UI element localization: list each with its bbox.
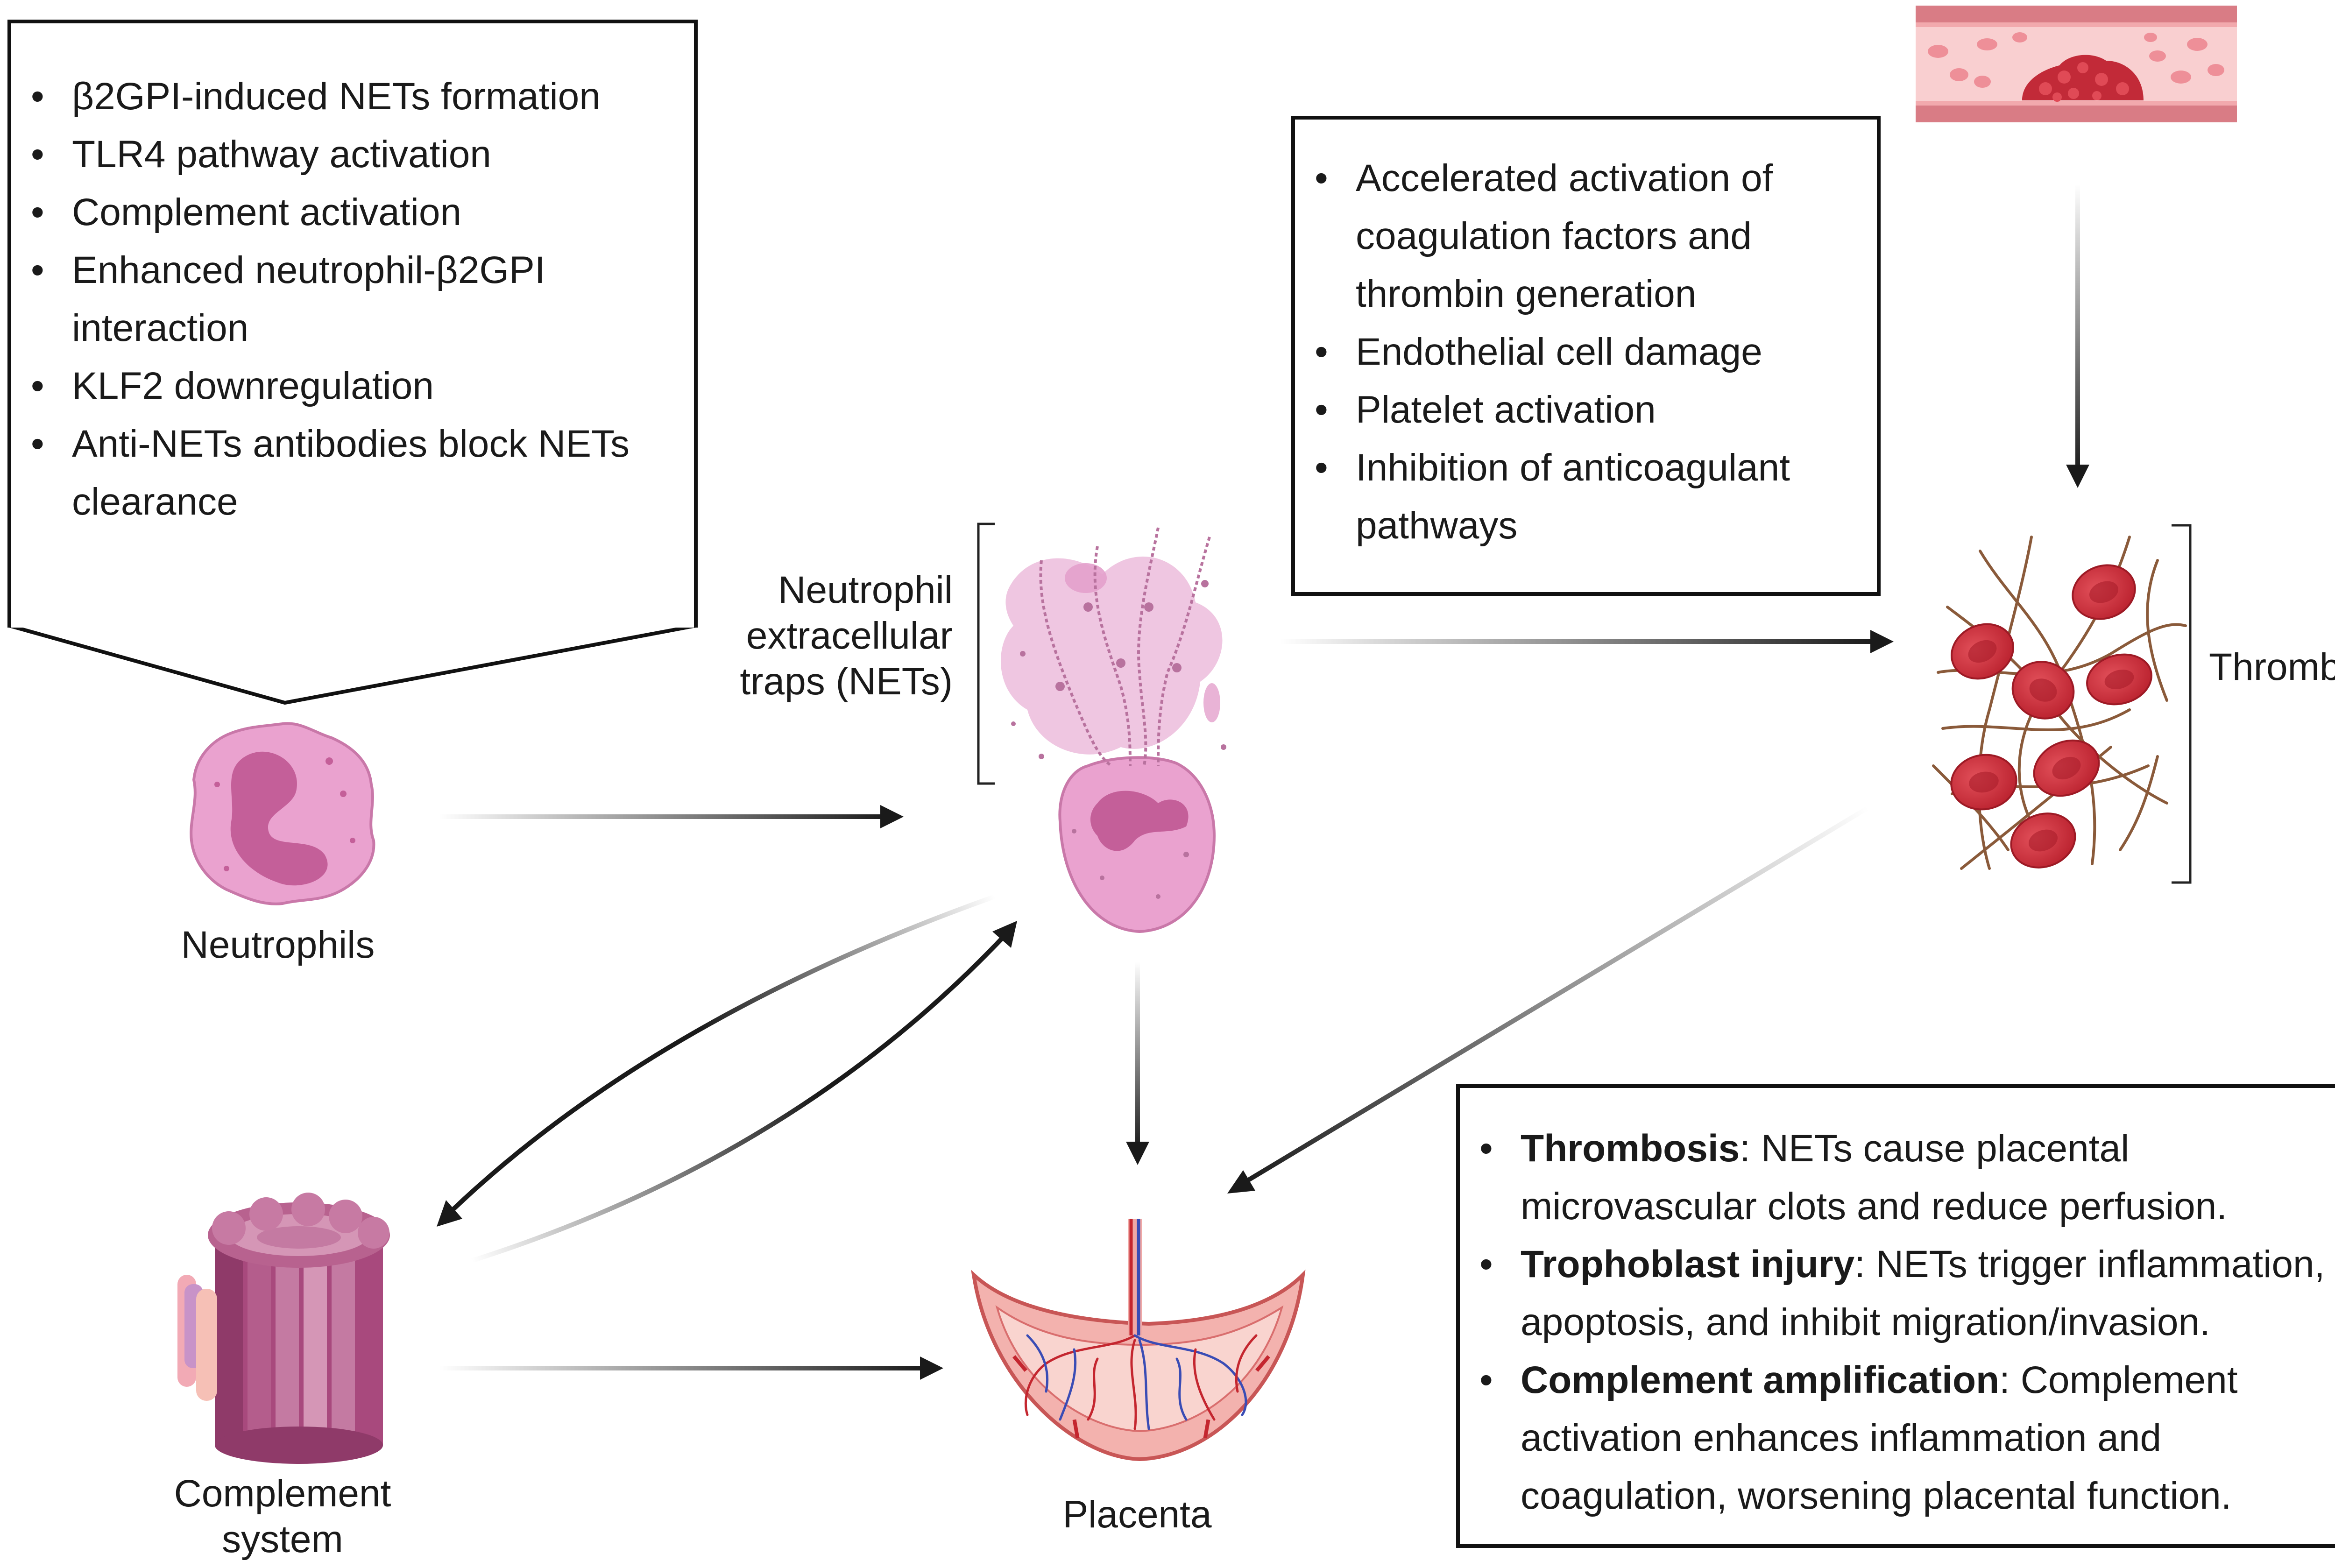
nets-label-line: extracellular (746, 614, 953, 657)
neutrophils-label-text: Neutrophils (181, 924, 375, 966)
effect-text: apoptosis, and inhibit migration/invasio… (1521, 1301, 2210, 1343)
effect-text: activation enhances inflammation and (1521, 1417, 2162, 1459)
arrow-nets-to-placenta (1126, 962, 1149, 1165)
coagulation-list: Accelerated activation of coagulation fac… (1295, 149, 1877, 555)
nets-label: Neutrophil extracellular traps (NETs) (691, 567, 953, 705)
thrombus-label: Thrombus (2209, 644, 2335, 690)
mechanism-text: Complement activation (72, 191, 462, 233)
arrow-complement-to-nets (471, 921, 1017, 1263)
effects-list: Thrombosis: NETs cause placental microvas… (1460, 1120, 2335, 1525)
mechanisms-box: β2GPI-induced NETs formation TLR4 pathwa… (7, 20, 698, 628)
coagulation-text: thrombin generation (1356, 273, 1697, 315)
effect-text: : NETs cause placental (1740, 1127, 2130, 1170)
effect-item: Complement amplification: Complement acti… (1460, 1351, 2335, 1525)
placenta-label-text: Placenta (1062, 1493, 1212, 1536)
mechanism-item: β2GPI-induced NETs formation (11, 68, 694, 126)
mechanism-text: interaction (72, 307, 249, 349)
placenta-label: Placenta (995, 1492, 1280, 1538)
neutrophil-icon (190, 722, 375, 905)
effect-term: Trophoblast injury (1521, 1243, 1855, 1285)
coagulation-text: pathways (1356, 504, 1518, 547)
blood-vessel-clot-icon (1916, 6, 2237, 122)
mechanism-item: Complement activation (11, 184, 694, 241)
arrow-thrombus-to-placenta (1227, 805, 1869, 1194)
complement-label-line: Complement (174, 1472, 391, 1515)
coagulation-item: Accelerated activation of coagulation fac… (1295, 149, 1877, 323)
effect-item: Thrombosis: NETs cause placental microvas… (1460, 1120, 2335, 1236)
mechanism-text: Anti-NETs antibodies block NETs (72, 423, 630, 465)
arrow-neutrophils-to-nets (439, 805, 904, 828)
mechanism-item: KLF2 downregulation (11, 357, 694, 415)
coagulation-text: Accelerated activation of (1356, 157, 1773, 199)
nets-label-line: traps (NETs) (740, 660, 953, 703)
arrow-clot-to-thrombus (2066, 184, 2089, 488)
mechanisms-list: β2GPI-induced NETs formation TLR4 pathwa… (11, 68, 694, 531)
callout-pointer (8, 624, 696, 705)
effect-text: coagulation, worsening placental functio… (1521, 1475, 2232, 1517)
effect-term: Thrombosis (1521, 1127, 1740, 1170)
coagulation-item: Inhibition of anticoagulant pathways (1295, 439, 1877, 555)
nets-bracket (977, 523, 995, 785)
effect-text: : NETs trigger inflammation, (1854, 1243, 2325, 1285)
effect-item: Trophoblast injury: NETs trigger inflamm… (1460, 1236, 2335, 1351)
coagulation-item: Platelet activation (1295, 381, 1877, 439)
neutrophils-label: Neutrophils (140, 922, 416, 968)
nets-icon (1000, 527, 1226, 933)
coagulation-item: Endothelial cell damage (1295, 323, 1877, 381)
coagulation-text: coagulation factors and (1356, 215, 1752, 257)
mechanism-text: KLF2 downregulation (72, 365, 434, 407)
mechanism-item: Enhanced neutrophil-β2GPI interaction (11, 241, 694, 357)
complement-label-line: system (222, 1518, 343, 1561)
thrombus-label-text: Thrombus (2209, 646, 2335, 688)
placenta-icon (971, 1219, 1306, 1462)
mechanism-item: Anti-NETs antibodies block NETs clearance (11, 415, 694, 531)
coagulation-text: Endothelial cell damage (1356, 331, 1762, 373)
mechanism-text: Enhanced neutrophil-β2GPI (72, 249, 545, 291)
coagulation-box: Accelerated activation of coagulation fac… (1291, 116, 1881, 596)
nets-label-line: Neutrophil (778, 569, 953, 611)
mechanism-text: clearance (72, 480, 238, 523)
coagulation-text: Inhibition of anticoagulant (1356, 446, 1790, 489)
mechanism-text: β2GPI-induced NETs formation (72, 75, 601, 118)
thrombus-bracket (2172, 524, 2192, 884)
complement-label: Complement system (140, 1471, 425, 1562)
arrow-nets-to-complement (437, 894, 996, 1227)
thrombus-icon (1932, 536, 2187, 870)
mechanism-text: TLR4 pathway activation (72, 133, 491, 176)
effect-text: microvascular clots and reduce perfusion… (1521, 1185, 2228, 1228)
complement-icon (177, 1193, 390, 1464)
arrow-complement-to-placenta (439, 1356, 943, 1380)
effect-text: : Complement (1999, 1359, 2238, 1401)
effect-term: Complement amplification (1521, 1359, 2000, 1401)
arrow-nets-to-thrombus (1280, 630, 1894, 653)
effects-box: Thrombosis: NETs cause placental microvas… (1456, 1084, 2335, 1548)
coagulation-text: Platelet activation (1356, 388, 1656, 431)
mechanism-item: TLR4 pathway activation (11, 126, 694, 184)
